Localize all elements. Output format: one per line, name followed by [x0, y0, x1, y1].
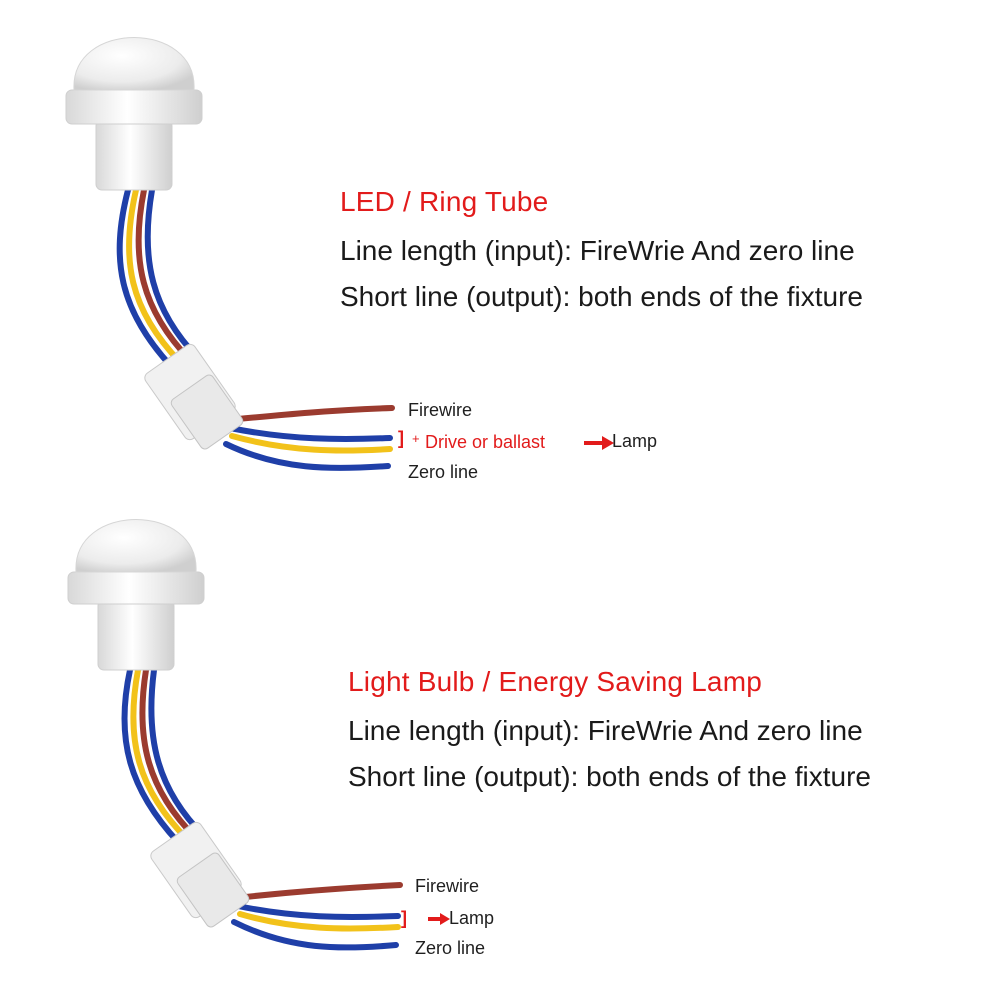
- zero-line-label: Zero line: [408, 462, 479, 482]
- wire-bundle: [121, 667, 403, 951]
- arrow-right-icon: [428, 913, 450, 925]
- panel-light-bulb: Light Bulb / Energy Saving Lamp Line len…: [0, 480, 1000, 980]
- lamp-label: Lamp: [612, 431, 658, 451]
- output-line-description: Short line (output): both ends of the fi…: [340, 281, 863, 312]
- pir-sensor-illustration: [67, 519, 403, 951]
- input-line-description: Line length (input): FireWrie And zero l…: [348, 715, 863, 746]
- plus-label: +: [412, 431, 420, 446]
- arrow-right-icon: [584, 436, 614, 450]
- zero-line-label: Zero line: [415, 938, 486, 958]
- pir-sensor-illustration: [65, 37, 395, 471]
- connector-plug: [144, 343, 244, 450]
- drive-or-ballast-label: Drive or ballast: [425, 432, 546, 452]
- panel-title: LED / Ring Tube: [340, 186, 549, 217]
- output-bracket-icon: ]: [401, 908, 407, 928]
- output-bracket-icon: ]: [398, 428, 404, 448]
- panel-led-ring-tube: LED / Ring Tube Line length (input): Fir…: [65, 37, 863, 482]
- output-line-description: Short line (output): both ends of the fi…: [348, 761, 871, 792]
- lamp-label: Lamp: [449, 908, 495, 928]
- firewire-label: Firewire: [415, 876, 480, 896]
- panel-title: Light Bulb / Energy Saving Lamp: [348, 666, 763, 697]
- sensor-body: [67, 519, 205, 671]
- sensor-body: [65, 37, 203, 191]
- connector-plug: [150, 821, 250, 928]
- input-line-description: Line length (input): FireWrie And zero l…: [340, 235, 855, 266]
- firewire-label: Firewire: [408, 400, 473, 420]
- wire-bundle: [116, 187, 395, 471]
